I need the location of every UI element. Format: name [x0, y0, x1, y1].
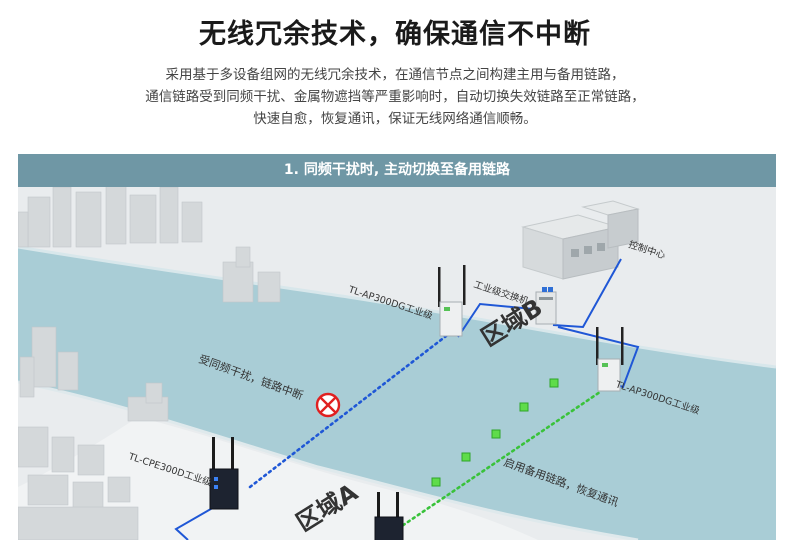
network-diagram: 区域B 区域A 控制中心 工业级交换机 TL-AP300DG工业级 TL-AP3… [18, 187, 776, 540]
description: 采用基于多设备组网的无线冗余技术，在通信节点之间构建主用与备用链路， 通信链路受… [100, 64, 690, 130]
signal-cube [519, 402, 529, 412]
ap-top-device [438, 265, 466, 337]
control-center-building [521, 200, 640, 280]
river-bank-bottom [18, 380, 639, 540]
cpe-device [209, 437, 239, 510]
wired-link-control-switch [552, 258, 622, 329]
industrial-switch-device [535, 287, 557, 325]
signal-cubes [431, 378, 559, 487]
signal-cube [461, 452, 471, 462]
interference-icon [315, 392, 341, 418]
signal-cube [549, 378, 559, 388]
river [18, 247, 776, 540]
city-buildings-top [18, 187, 281, 303]
broken-wireless-link [248, 331, 452, 489]
description-line: 通信链路受到同频干扰、金属物遮挡等严重影响时，自动切换失效链路至正常链路， [145, 89, 645, 105]
signal-cube [431, 477, 441, 487]
signal-cube [491, 429, 501, 439]
cpe-device-backup [374, 492, 404, 540]
description-line: 快速自愈，恢复通讯，保证无线网络通信顺畅。 [253, 111, 537, 127]
panel-banner: 1. 同频干扰时, 主动切换至备用链路 [18, 154, 776, 187]
island-region-a [18, 417, 538, 540]
wired-link-cpe [174, 501, 224, 540]
diagram-panel: 1. 同频干扰时, 主动切换至备用链路 [18, 154, 776, 540]
backup-wireless-link [391, 390, 602, 534]
description-line: 采用基于多设备组网的无线冗余技术，在通信节点之间构建主用与备用链路， [165, 67, 625, 83]
ap-right-device [596, 327, 624, 392]
wired-link-switch-ap-top [457, 302, 534, 338]
city-buildings-left [18, 326, 169, 540]
page-title: 无线冗余技术，确保通信不中断 [199, 19, 591, 50]
